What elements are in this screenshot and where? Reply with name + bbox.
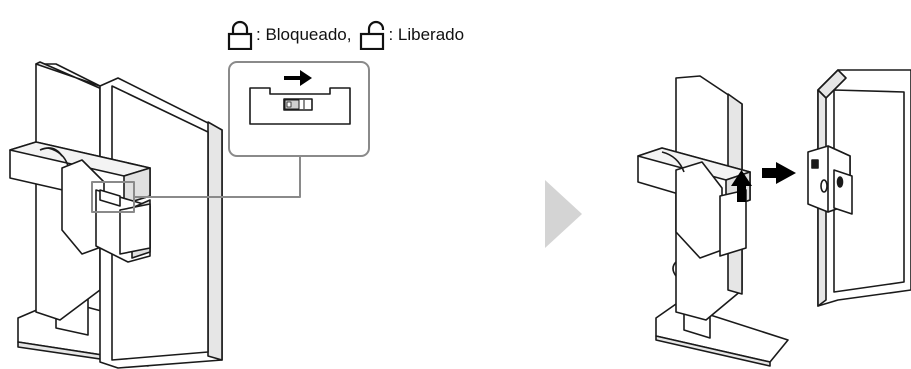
lock-switch-callout: [228, 61, 370, 157]
slide-right-arrow: [284, 70, 312, 86]
padlock-closed-icon: [227, 20, 253, 50]
right-arm-assembly: [637, 75, 789, 367]
lock-legend: : Bloqueado, : Liberado: [227, 19, 464, 51]
left-monitor-assembly: [9, 61, 223, 369]
unlocked-label: : Liberado: [388, 25, 465, 44]
lift-up-arrow: [731, 170, 752, 202]
detached-monitor: [807, 69, 911, 307]
next-step-arrow: [545, 180, 582, 248]
callout-leader: [134, 156, 301, 198]
locked-label: : Bloqueado,: [256, 25, 352, 44]
pull-right-arrow: [762, 162, 796, 184]
padlock-open-icon: [360, 20, 385, 50]
